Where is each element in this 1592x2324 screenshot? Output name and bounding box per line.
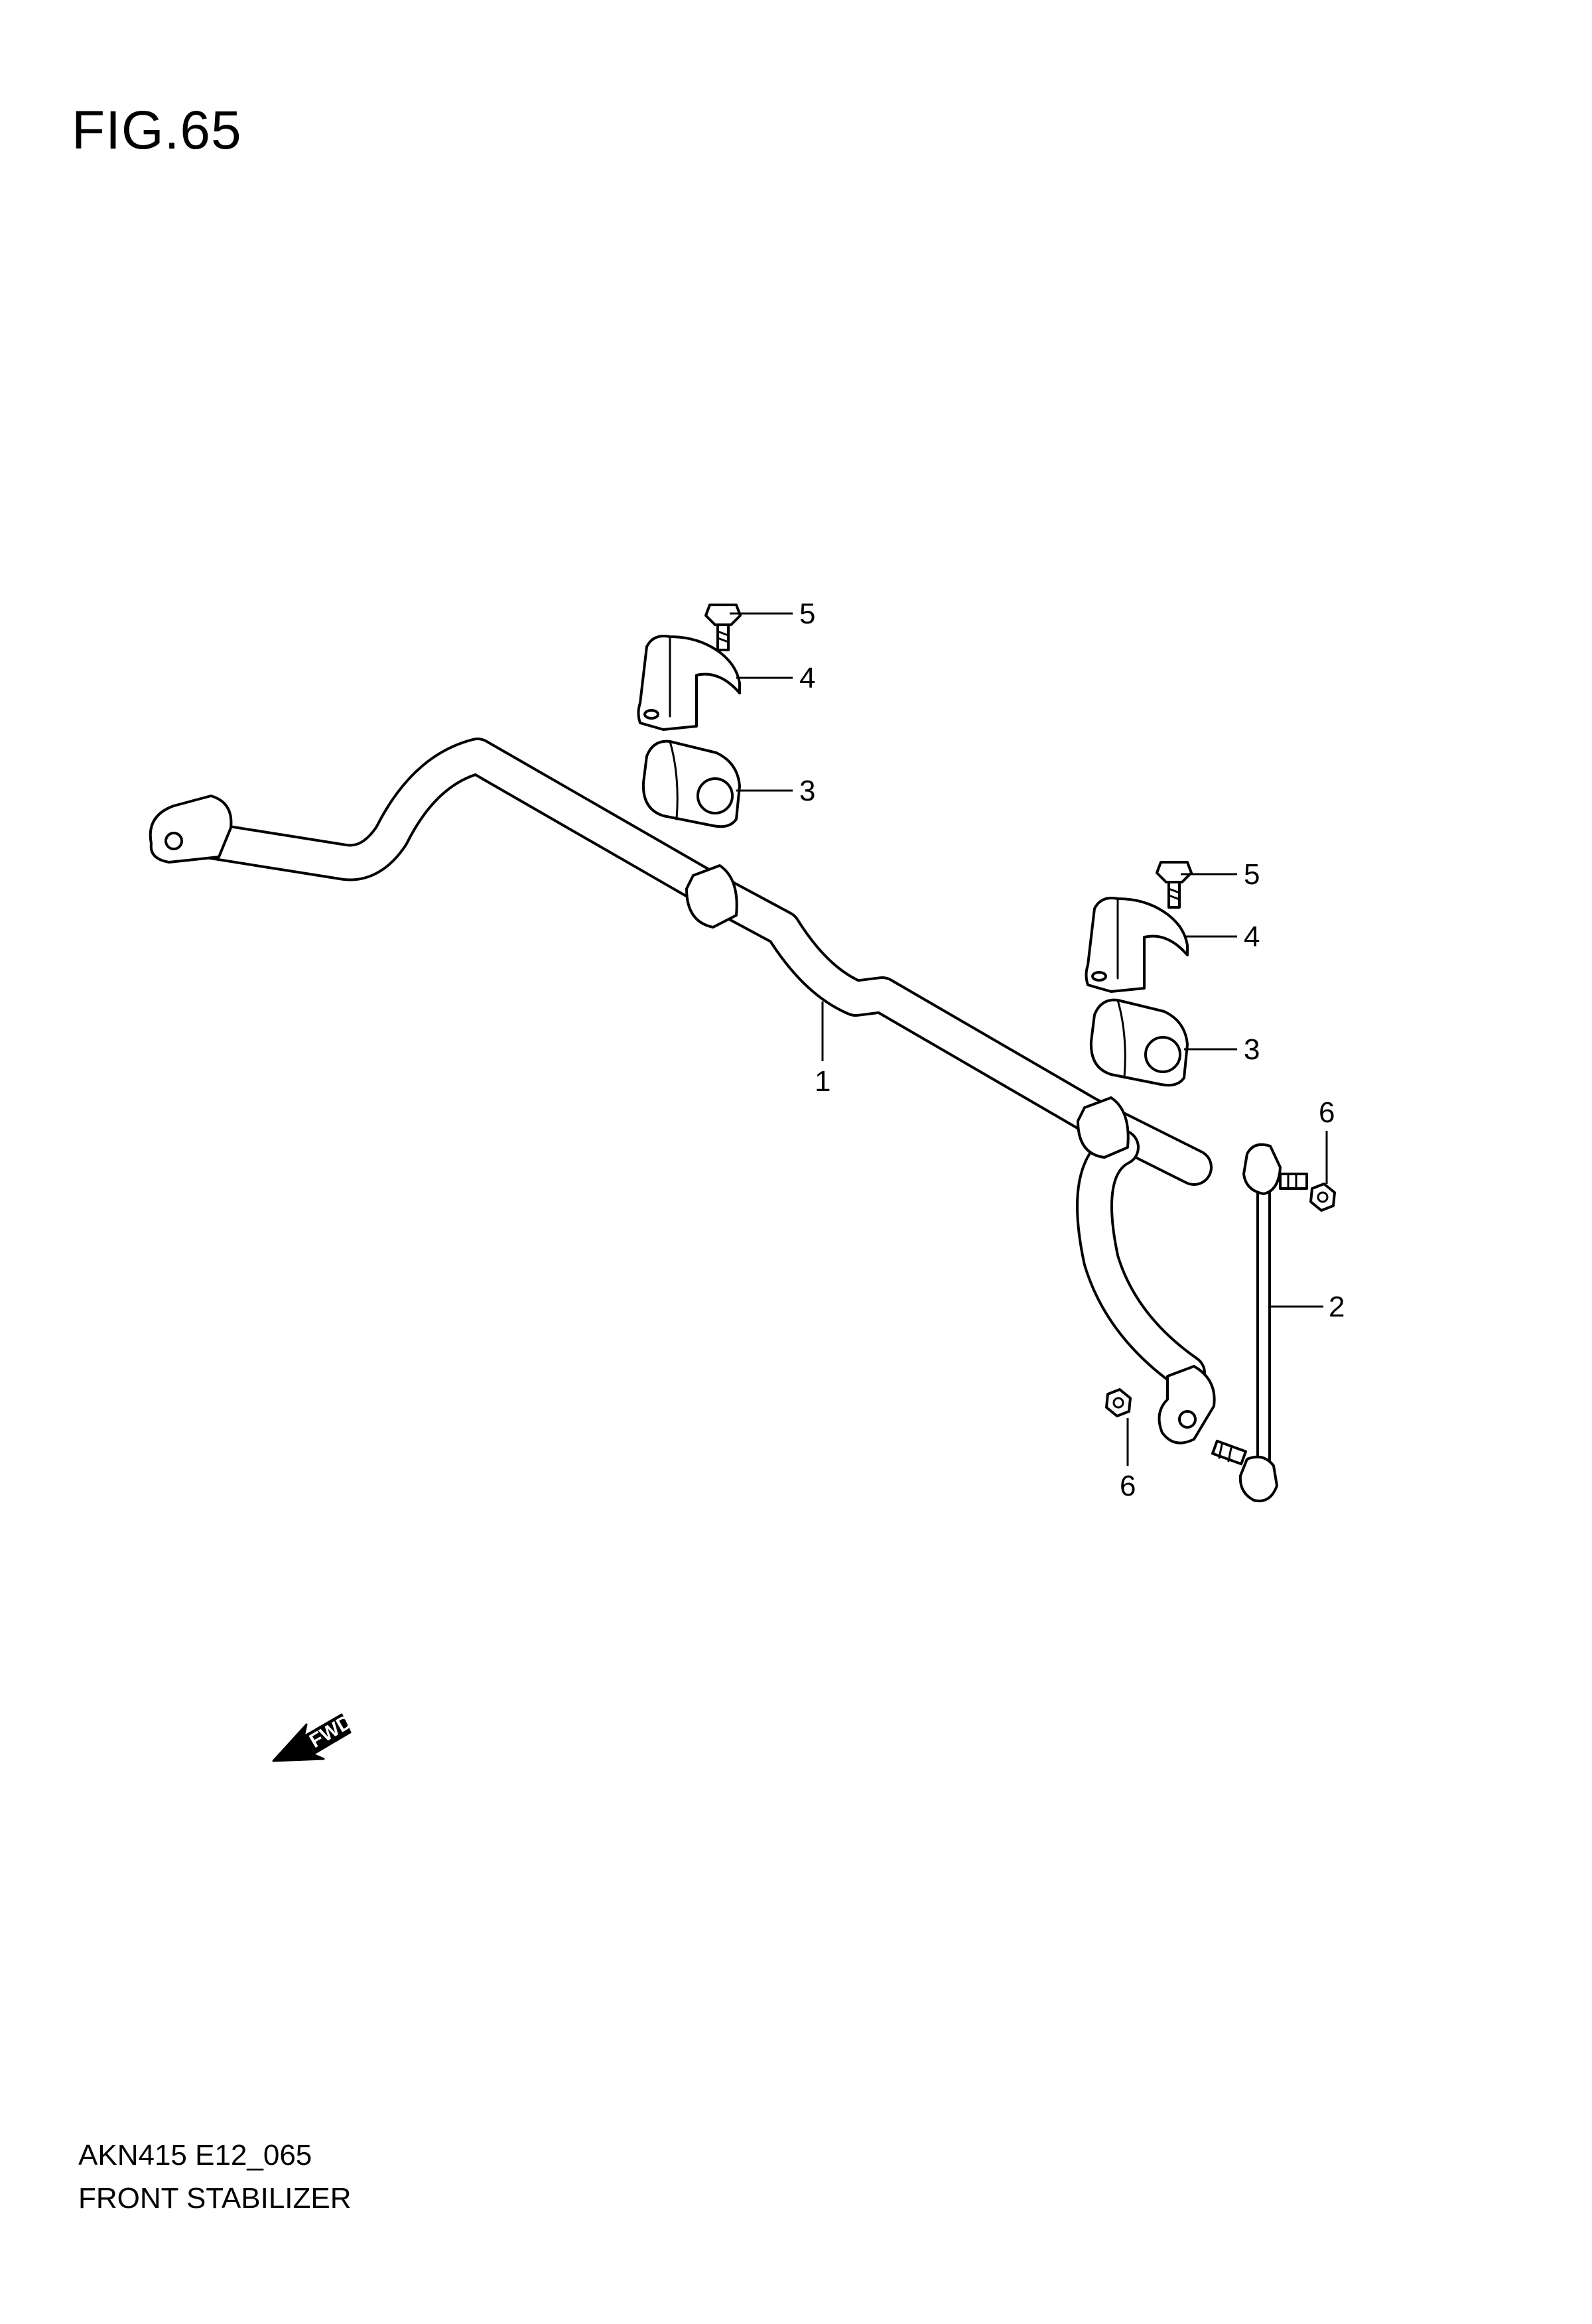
bracket-left[interactable]	[637, 635, 741, 731]
fwd-arrow-icon: FWD	[272, 1711, 356, 1762]
callout-nut-bottom: 6	[1120, 1470, 1136, 1502]
callout-nut-top: 6	[1319, 1096, 1335, 1129]
figure-code: AKN415 E12_065	[78, 2139, 312, 2171]
figure-title: FIG.65	[72, 100, 242, 161]
stabilizer-link[interactable]	[1211, 1143, 1308, 1502]
callout-bracket-right: 4	[1244, 921, 1260, 953]
callout-bar: 1	[815, 1065, 830, 1098]
callout-bracket-left: 4	[799, 662, 815, 694]
callout-link: 2	[1329, 1291, 1345, 1323]
nut-top[interactable]	[1309, 1183, 1336, 1212]
callout-bolt-right: 5	[1244, 858, 1260, 891]
stabilizer-bar[interactable]	[149, 738, 1216, 1445]
bolt-right[interactable]	[1156, 861, 1193, 909]
leader-lines	[730, 612, 1328, 1466]
bracket-right[interactable]	[1085, 897, 1189, 993]
callout-bolt-left: 5	[799, 598, 815, 630]
figure-name: FRONT STABILIZER	[78, 2182, 352, 2215]
fwd-label: FWD	[306, 1711, 356, 1752]
bushing-right[interactable]	[1089, 998, 1189, 1087]
bolt-left[interactable]	[704, 604, 742, 651]
nut-bottom[interactable]	[1105, 1388, 1132, 1417]
bushing-left[interactable]	[641, 740, 741, 828]
callout-bushing-left: 3	[799, 775, 815, 807]
callout-bushing-right: 3	[1244, 1033, 1260, 1066]
